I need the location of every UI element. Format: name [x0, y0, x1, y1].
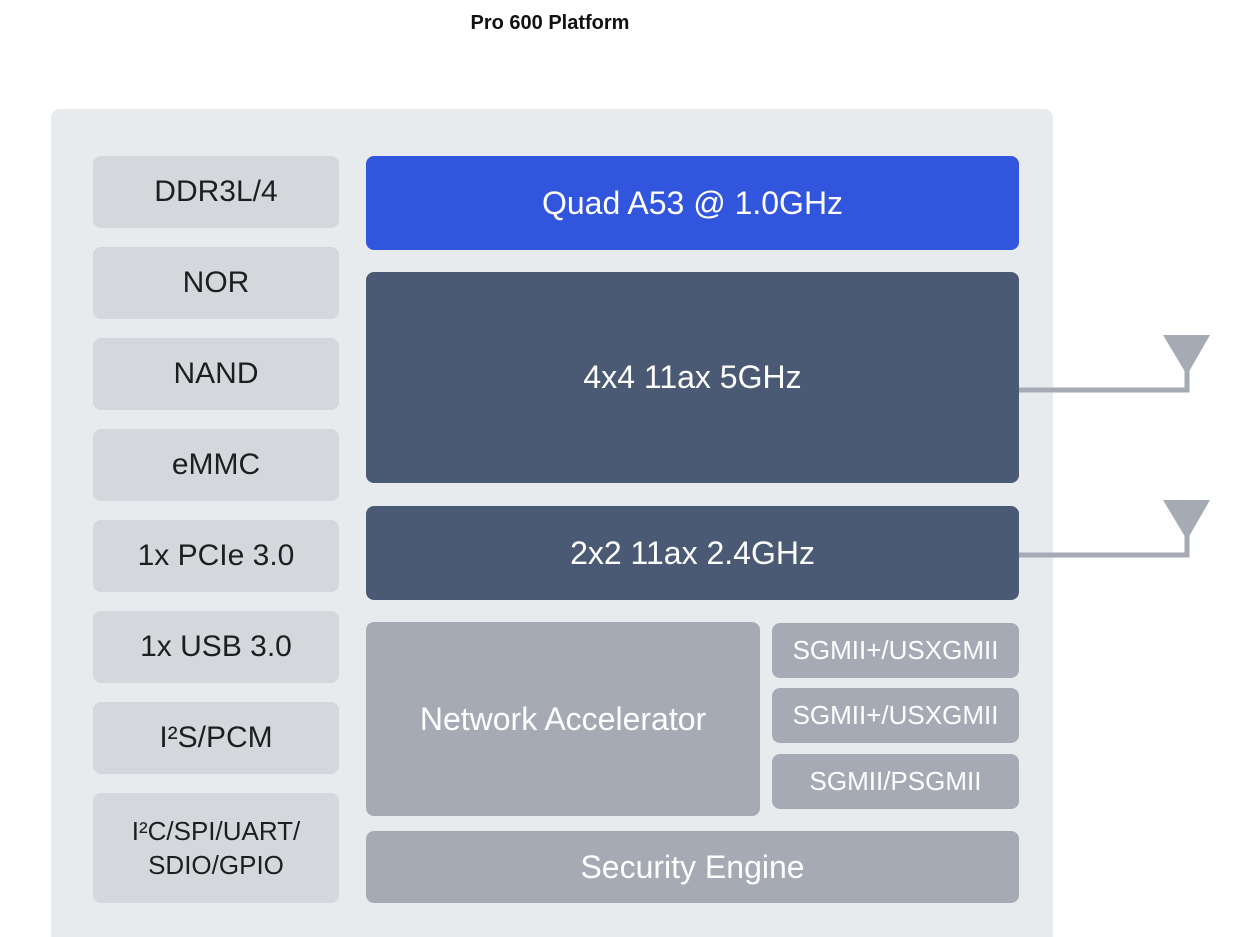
interface-nor: NOR: [93, 247, 339, 319]
interface-i2c-spi-uart: I²C/SPI/UART/ SDIO/GPIO: [93, 793, 339, 903]
antenna-icon: [1019, 335, 1210, 393]
port-sgmii-usxgmii-2: SGMII+/USXGMII: [772, 688, 1019, 743]
interface-i2c-line2: SDIO/GPIO: [148, 850, 284, 880]
interface-i2s-pcm: I²S/PCM: [93, 702, 339, 774]
radio-5ghz-block: 4x4 11ax 5GHz: [366, 272, 1019, 483]
port-sgmii-psgmii: SGMII/PSGMII: [772, 754, 1019, 809]
security-engine-block: Security Engine: [366, 831, 1019, 903]
diagram-title: Pro 600 Platform: [470, 12, 630, 34]
cpu-block: Quad A53 @ 1.0GHz: [366, 156, 1019, 250]
port-sgmii-usxgmii-1: SGMII+/USXGMII: [772, 623, 1019, 678]
interface-pcie: 1x PCIe 3.0: [93, 520, 339, 592]
antenna-icon: [1019, 500, 1210, 558]
interface-emmc: eMMC: [93, 429, 339, 501]
interface-usb: 1x USB 3.0: [93, 611, 339, 683]
radio-24ghz-block: 2x2 11ax 2.4GHz: [366, 506, 1019, 600]
interface-ddr: DDR3L/4: [93, 156, 339, 228]
interface-i2c-line1: I²C/SPI/UART/: [131, 816, 301, 846]
interface-nand: NAND: [93, 338, 339, 410]
network-accelerator-block: Network Accelerator: [366, 622, 760, 816]
